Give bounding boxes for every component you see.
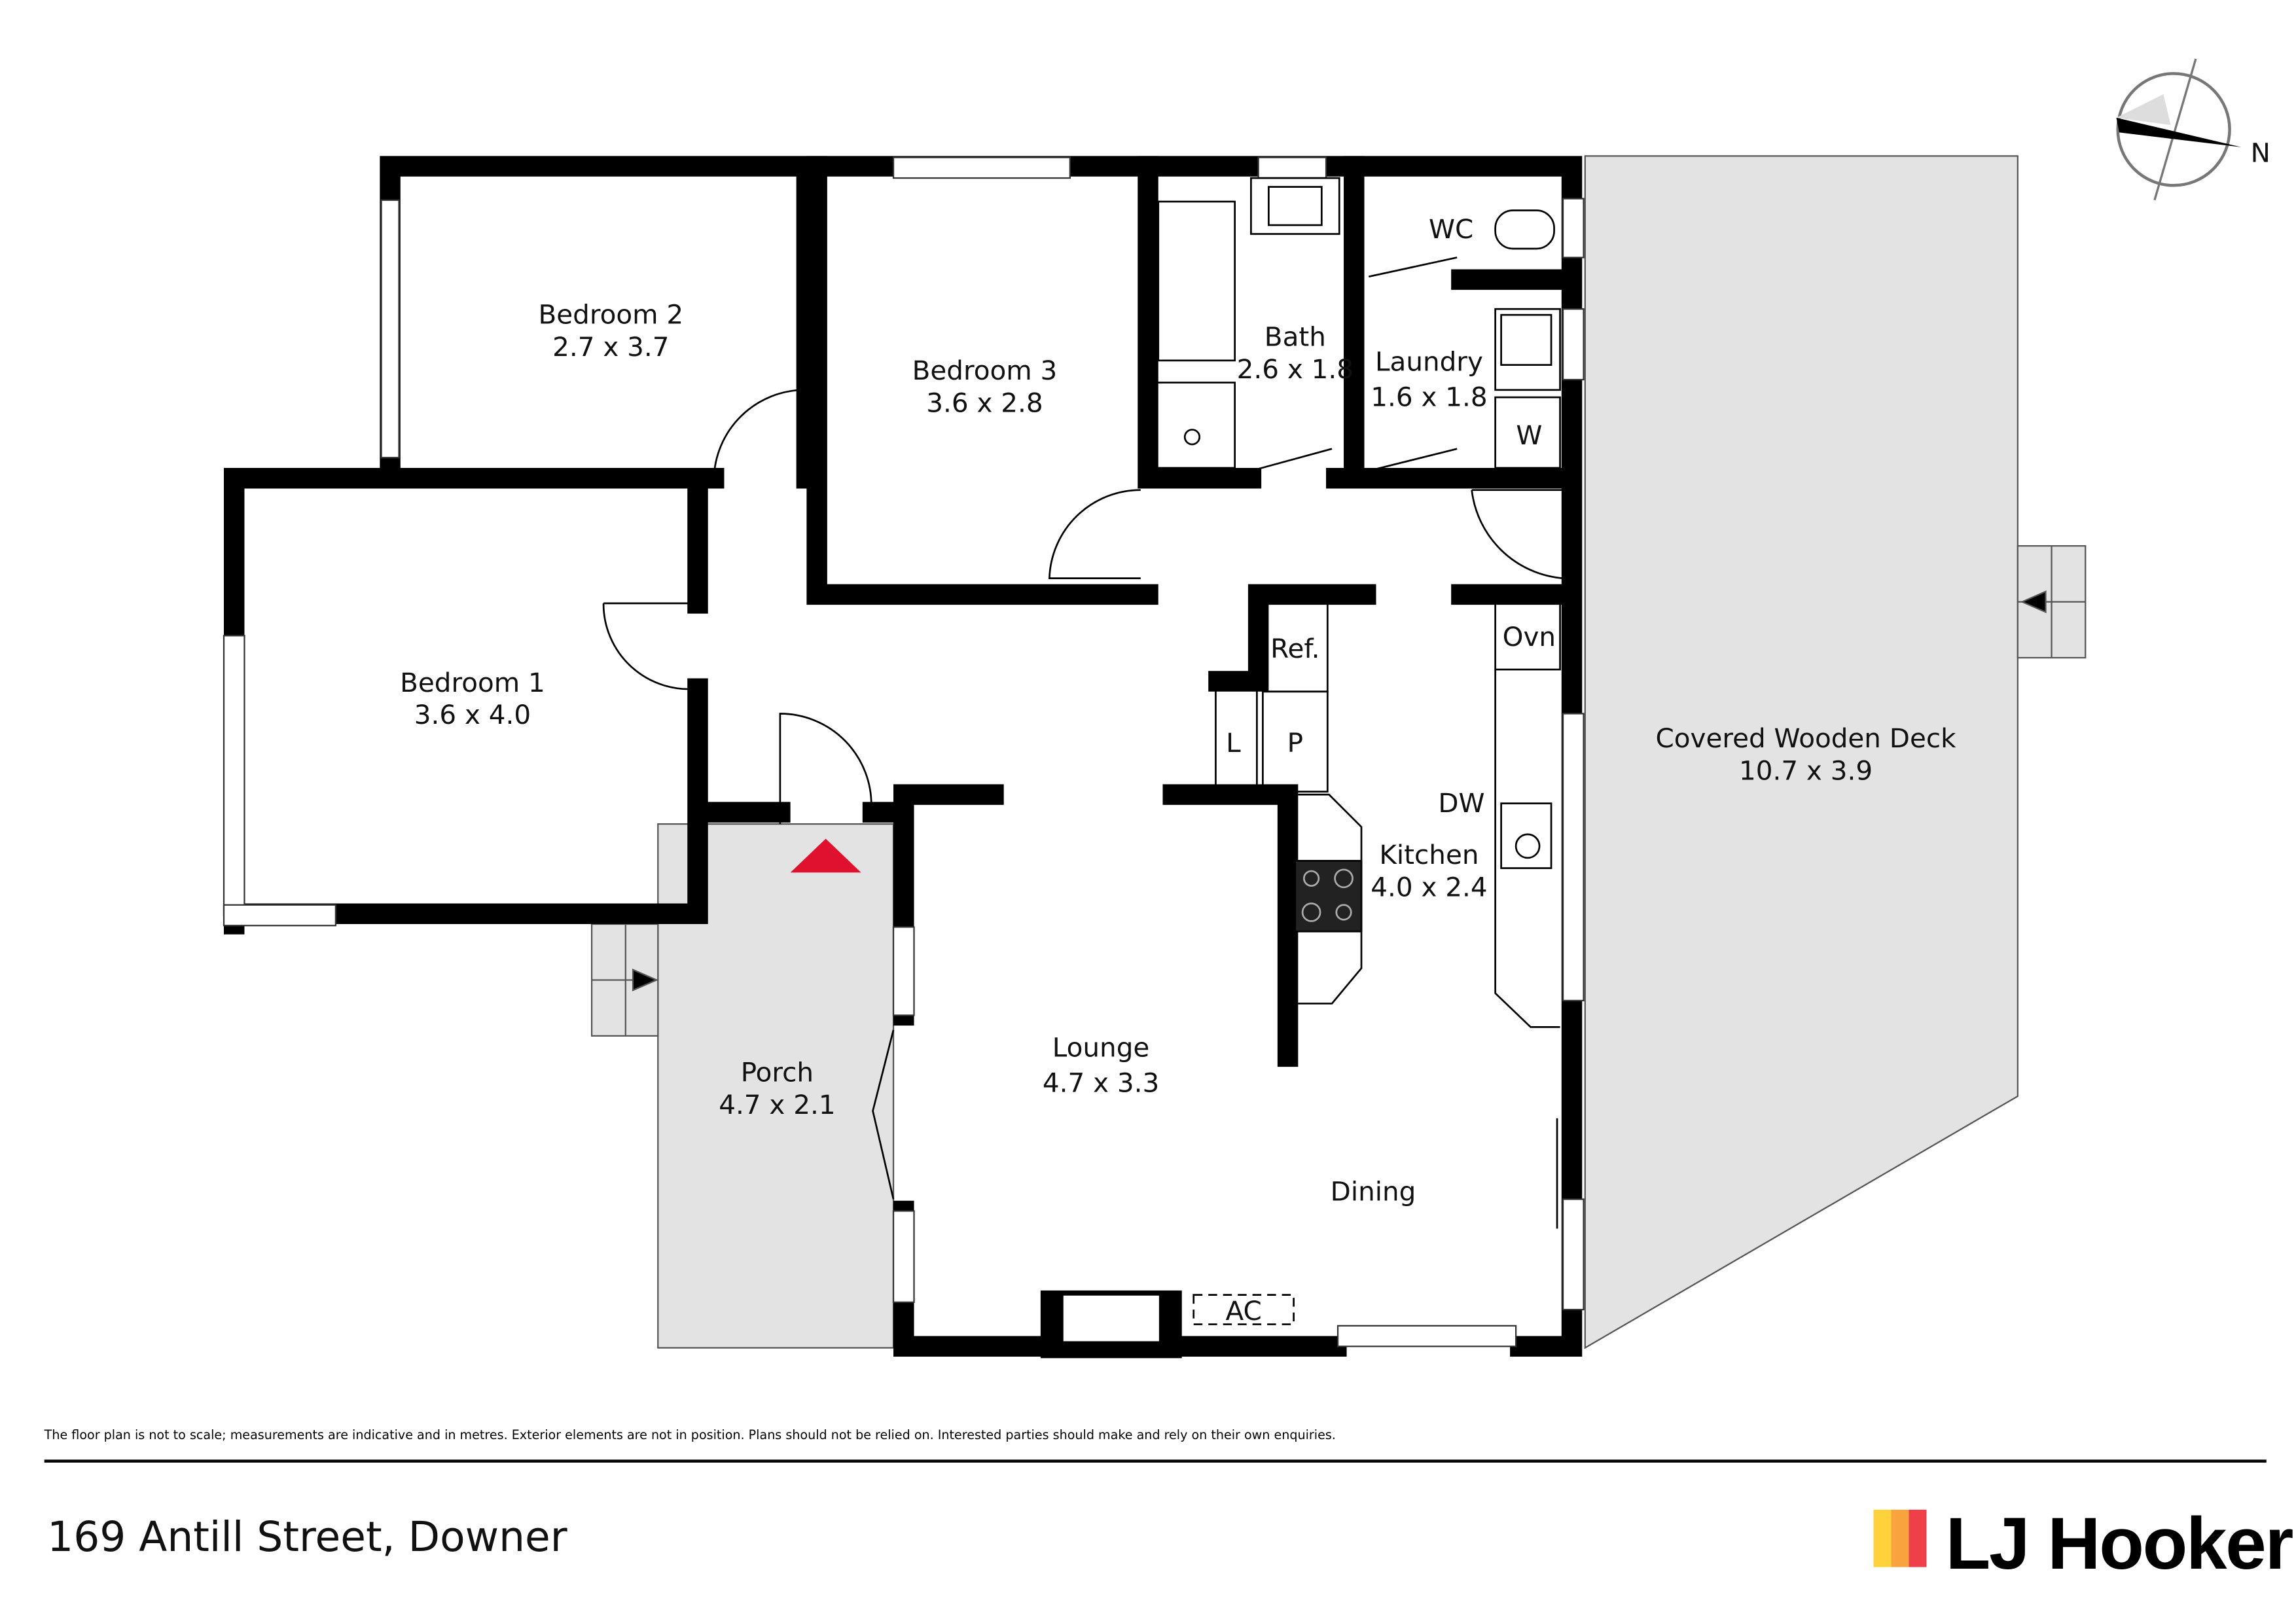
deck-area: [1584, 155, 2018, 1349]
dishwasher-label: DW: [1438, 787, 1484, 819]
bedroom2-name: Bedroom 2: [539, 299, 684, 330]
pantry-label: P: [1287, 727, 1303, 758]
bedroom1-size: 3.6 x 4.0: [414, 699, 531, 730]
deck-steps: [590, 545, 2087, 1037]
deck-size: 10.7 x 3.9: [1739, 755, 1873, 787]
fixtures: [1151, 177, 1561, 1325]
dining-name: Dining: [1331, 1176, 1416, 1207]
laundry-size: 1.6 x 1.8: [1371, 382, 1487, 413]
brand-name: LJ Hooker: [1946, 1502, 2293, 1584]
ref-label: Ref.: [1270, 633, 1319, 664]
ac-label: AC: [1226, 1295, 1262, 1327]
deck-name: Covered Wooden Deck: [1656, 722, 1957, 754]
doors: [602, 257, 1575, 1200]
kitchen-size: 4.0 x 2.4: [1371, 871, 1487, 902]
porch-name: Porch: [741, 1057, 814, 1088]
walls: [223, 156, 1583, 1359]
bedroom3-name: Bedroom 3: [912, 355, 1058, 386]
bedroom2-size: 2.7 x 3.7: [552, 331, 669, 363]
kitchen-name: Kitchen: [1379, 839, 1479, 870]
compass-icon: N: [2116, 58, 2270, 201]
windows: [223, 156, 1585, 1347]
linen-label: L: [1226, 727, 1241, 758]
lounge-name: Lounge: [1052, 1031, 1149, 1063]
bath-size: 2.6 x 1.8: [1237, 353, 1354, 385]
entry-marker: [790, 838, 861, 873]
address: 169 Antill Street, Downer: [47, 1513, 567, 1561]
bedroom3-size: 3.6 x 2.8: [926, 387, 1043, 419]
porch-size: 4.7 x 2.1: [719, 1089, 835, 1120]
bath-name: Bath: [1265, 321, 1326, 352]
oven-label: Ovn: [1503, 621, 1556, 652]
disclaimer: The floor plan is not to scale; measurem…: [44, 1427, 1336, 1442]
lounge-size: 4.7 x 3.3: [1043, 1067, 1159, 1098]
washer-label: W: [1516, 419, 1542, 451]
bedroom1-name: Bedroom 1: [400, 667, 545, 698]
wc-name: WC: [1429, 213, 1473, 245]
compass-north-label: N: [2251, 137, 2270, 168]
lj-hooker-logo: LJ Hooker: [1873, 1502, 2295, 1584]
laundry-name: Laundry: [1375, 346, 1483, 378]
